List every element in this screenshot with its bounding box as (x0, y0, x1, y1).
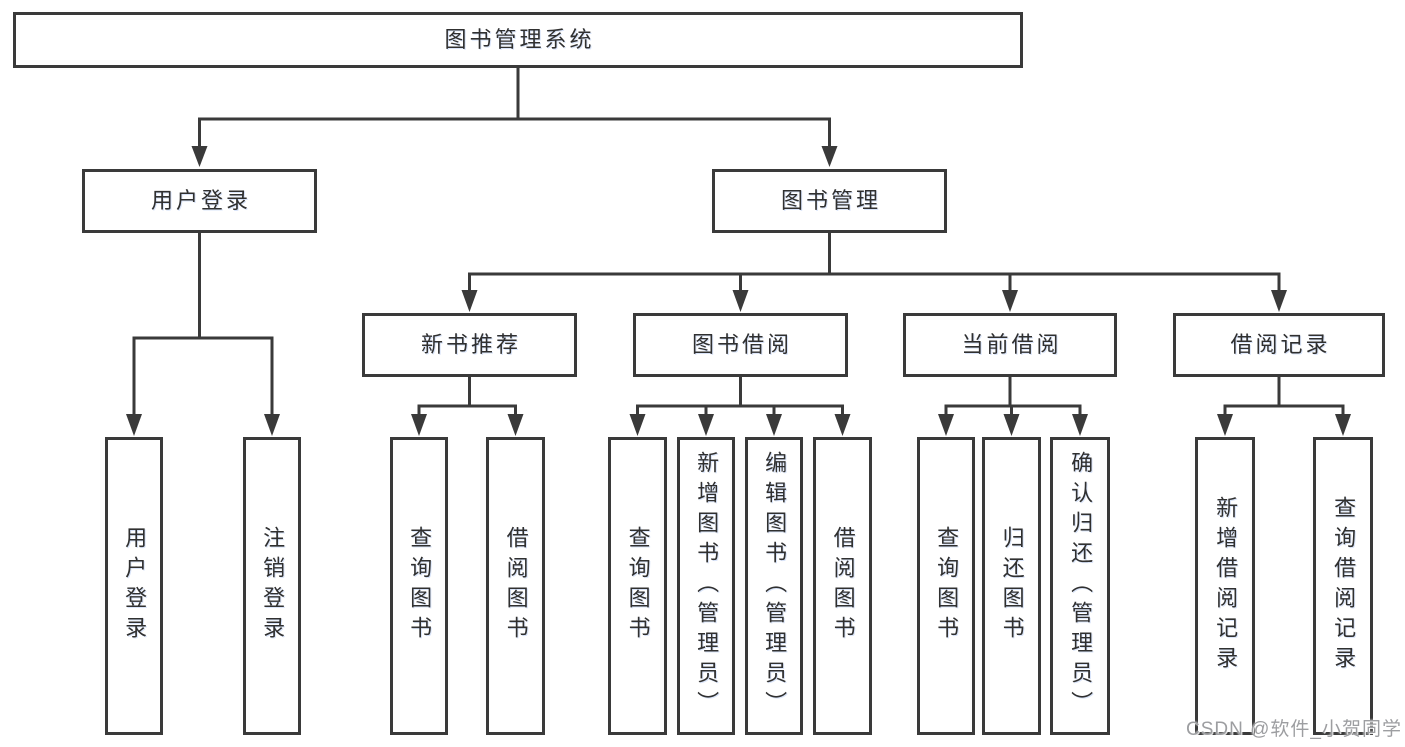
connector-user-login-branch (126, 233, 280, 436)
leaf-add-borrow-record: 新增借阅记录 (1195, 437, 1255, 735)
node-label: 图书管理 (780, 188, 881, 213)
leaf-label: 查询图书 (625, 526, 651, 646)
connector-book-mgmt-branch (461, 233, 1287, 312)
leaf-user-login: 用户登录 (105, 437, 163, 735)
leaf-label: 查询图书 (407, 526, 433, 646)
leaf-label: 确认归还（管理员） (1068, 451, 1094, 721)
node-new-book-recommendation: 新书推荐 (362, 313, 577, 377)
node-book-management: 图书管理 (712, 169, 947, 233)
node-label: 用户登录 (150, 188, 251, 213)
node-label: 图书借阅 (691, 332, 792, 357)
leaf-label: 用户登录 (122, 526, 148, 646)
node-current-borrowing: 当前借阅 (903, 313, 1117, 377)
leaf-label: 注销登录 (260, 526, 286, 646)
leaf-borrow-books-recommendation: 借阅图书 (486, 437, 545, 735)
leaf-confirm-return-admin: 确认归还（管理员） (1050, 437, 1110, 735)
leaf-return-book: 归还图书 (982, 437, 1041, 735)
connector-borrowing-branch (629, 377, 851, 436)
leaf-label: 新增图书（管理员） (694, 451, 720, 721)
leaf-label: 查询图书 (934, 526, 960, 646)
connector-new-rec-branch (411, 377, 524, 436)
connector-records-branch (1217, 377, 1351, 436)
leaf-logout: 注销登录 (243, 437, 301, 735)
leaf-label: 借阅图书 (503, 526, 529, 646)
leaf-label: 新增借阅记录 (1213, 496, 1239, 676)
leaf-query-books-current: 查询图书 (917, 437, 975, 735)
leaf-add-book-admin: 新增图书（管理员） (677, 437, 735, 735)
node-book-borrowing: 图书借阅 (633, 313, 848, 377)
leaf-query-borrow-record: 查询借阅记录 (1313, 437, 1373, 735)
node-library-management-system: 图书管理系统 (13, 12, 1023, 68)
leaf-label: 查询借阅记录 (1331, 496, 1357, 676)
node-label: 当前借阅 (961, 332, 1062, 357)
leaf-label: 归还图书 (999, 526, 1025, 646)
node-label: 图书管理系统 (444, 27, 595, 52)
node-label: 新书推荐 (420, 332, 521, 357)
connector-current-branch (938, 377, 1088, 436)
connector-root-to-level1 (191, 68, 838, 167)
leaf-label: 编辑图书（管理员） (762, 451, 788, 721)
leaf-query-books-borrowing: 查询图书 (608, 437, 667, 735)
node-user-login: 用户登录 (82, 169, 317, 233)
leaf-label: 借阅图书 (830, 526, 856, 646)
leaf-query-books-recommendation: 查询图书 (390, 437, 448, 735)
csdn-watermark: CSDN @软件_小贺同学 (1186, 719, 1402, 740)
node-label: 借阅记录 (1230, 332, 1331, 357)
node-borrowing-records: 借阅记录 (1173, 313, 1385, 377)
leaf-edit-book-admin: 编辑图书（管理员） (745, 437, 803, 735)
leaf-borrow-books-borrowing: 借阅图书 (813, 437, 872, 735)
